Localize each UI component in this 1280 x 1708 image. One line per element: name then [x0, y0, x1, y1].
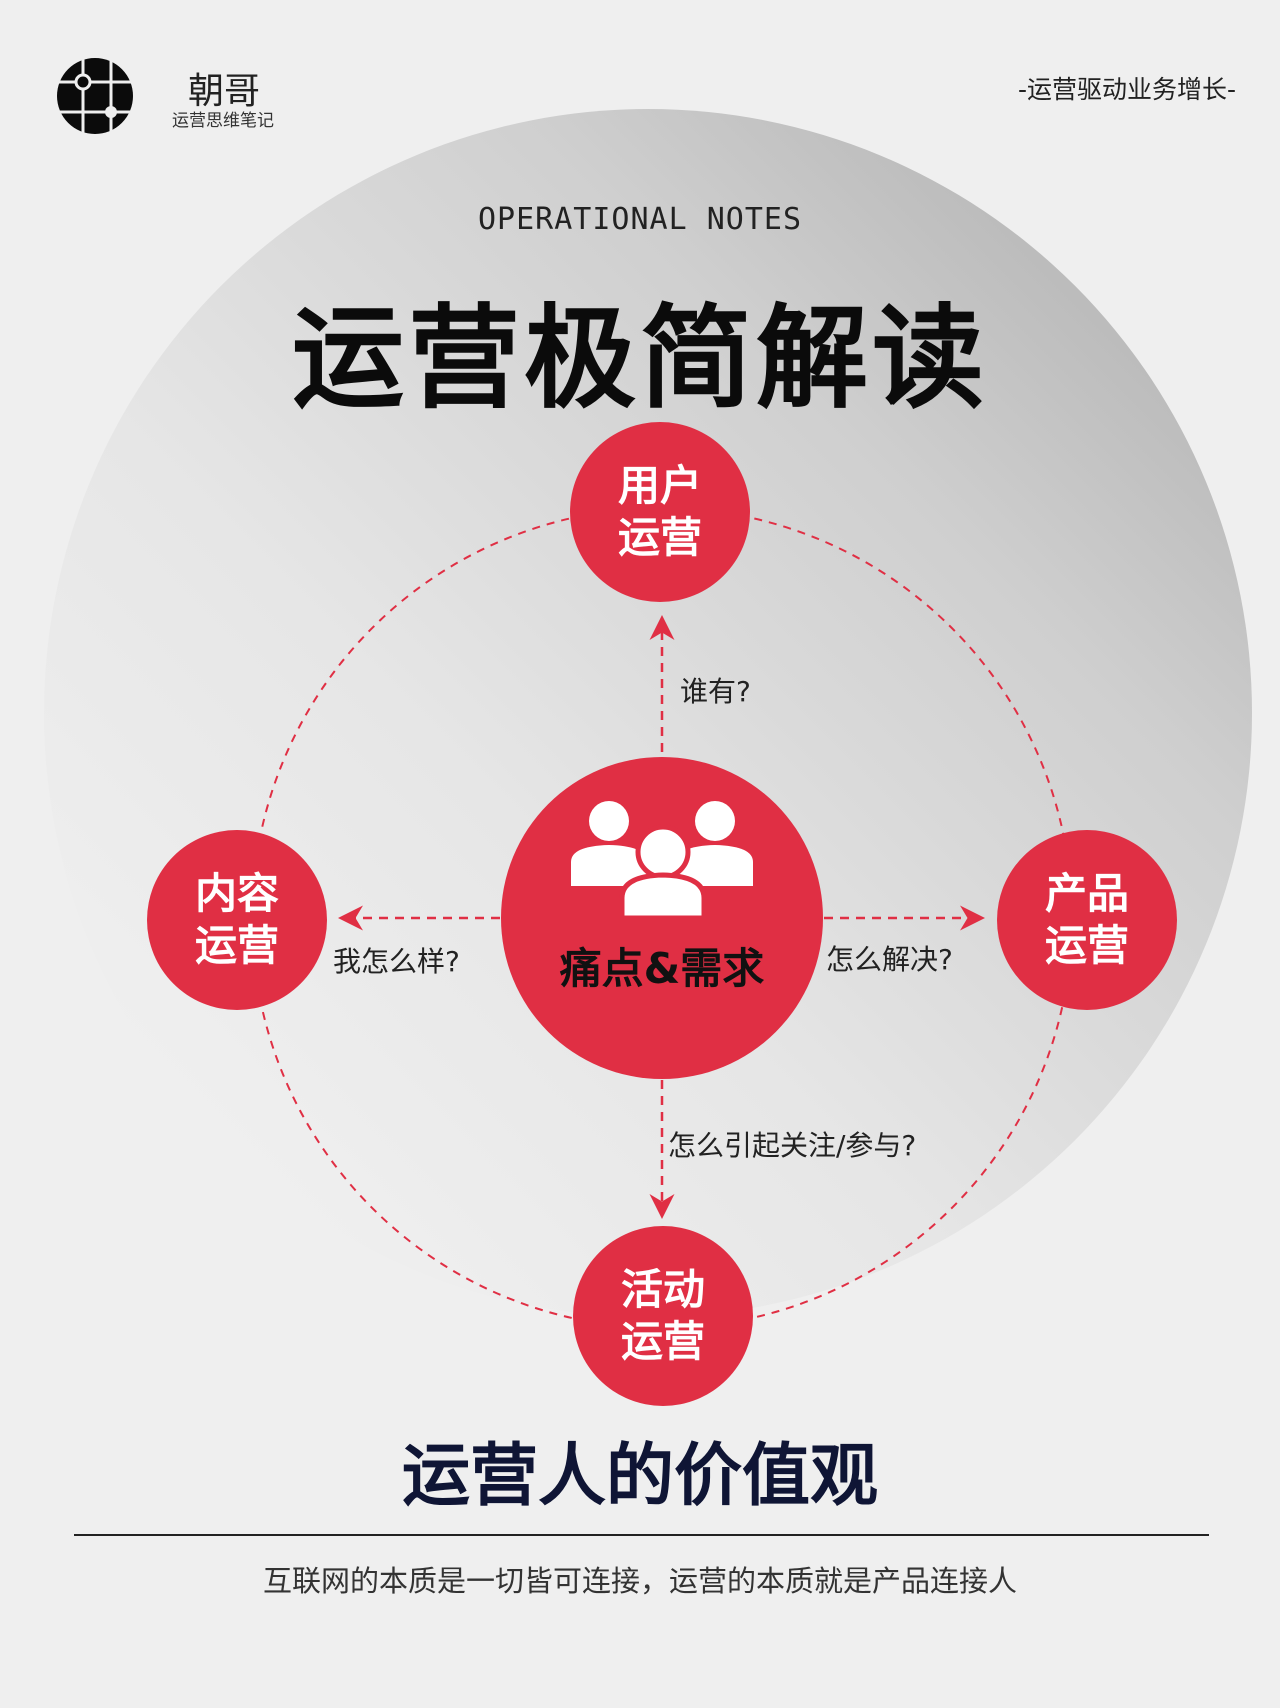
node-content-operations: 内容运营	[147, 830, 327, 1010]
node-label: 内容	[194, 869, 279, 918]
node-label: 运营	[1044, 921, 1129, 970]
page-title: 运营极简解读	[292, 294, 988, 424]
node-activity-operations: 活动运营	[573, 1226, 753, 1406]
node-label: 运营	[620, 1317, 705, 1366]
question-top: 谁有?	[680, 675, 751, 708]
node-user-operations: 用户运营	[570, 422, 750, 602]
question-left: 我怎么样?	[333, 945, 460, 978]
bottom-title: 运营人的价值观	[401, 1437, 878, 1516]
divider	[74, 1534, 1209, 1536]
center-label: 痛点&需求	[559, 944, 765, 993]
brand-logo-icon	[56, 57, 134, 135]
footer-text: 互联网的本质是一切皆可连接，运营的本质就是产品连接人	[262, 1564, 1017, 1598]
question-right: 怎么解决?	[826, 943, 953, 976]
people-group-icon	[571, 801, 753, 921]
overline: OPERATIONAL NOTES	[477, 202, 803, 237]
node-label: 运营	[194, 921, 279, 970]
slogan: -运营驱动业务增长-	[1017, 75, 1236, 104]
node-product-operations: 产品运营	[997, 830, 1177, 1010]
node-label: 活动	[620, 1265, 705, 1314]
question-bottom: 怎么引起关注/参与?	[668, 1129, 917, 1162]
background-circle	[44, 109, 1252, 1317]
node-label: 产品	[1044, 869, 1129, 918]
node-label: 用户	[617, 461, 702, 510]
node-label: 运营	[617, 513, 702, 562]
brand-name: 朝哥	[188, 71, 261, 112]
brand-subtitle: 运营思维笔记	[172, 111, 274, 131]
